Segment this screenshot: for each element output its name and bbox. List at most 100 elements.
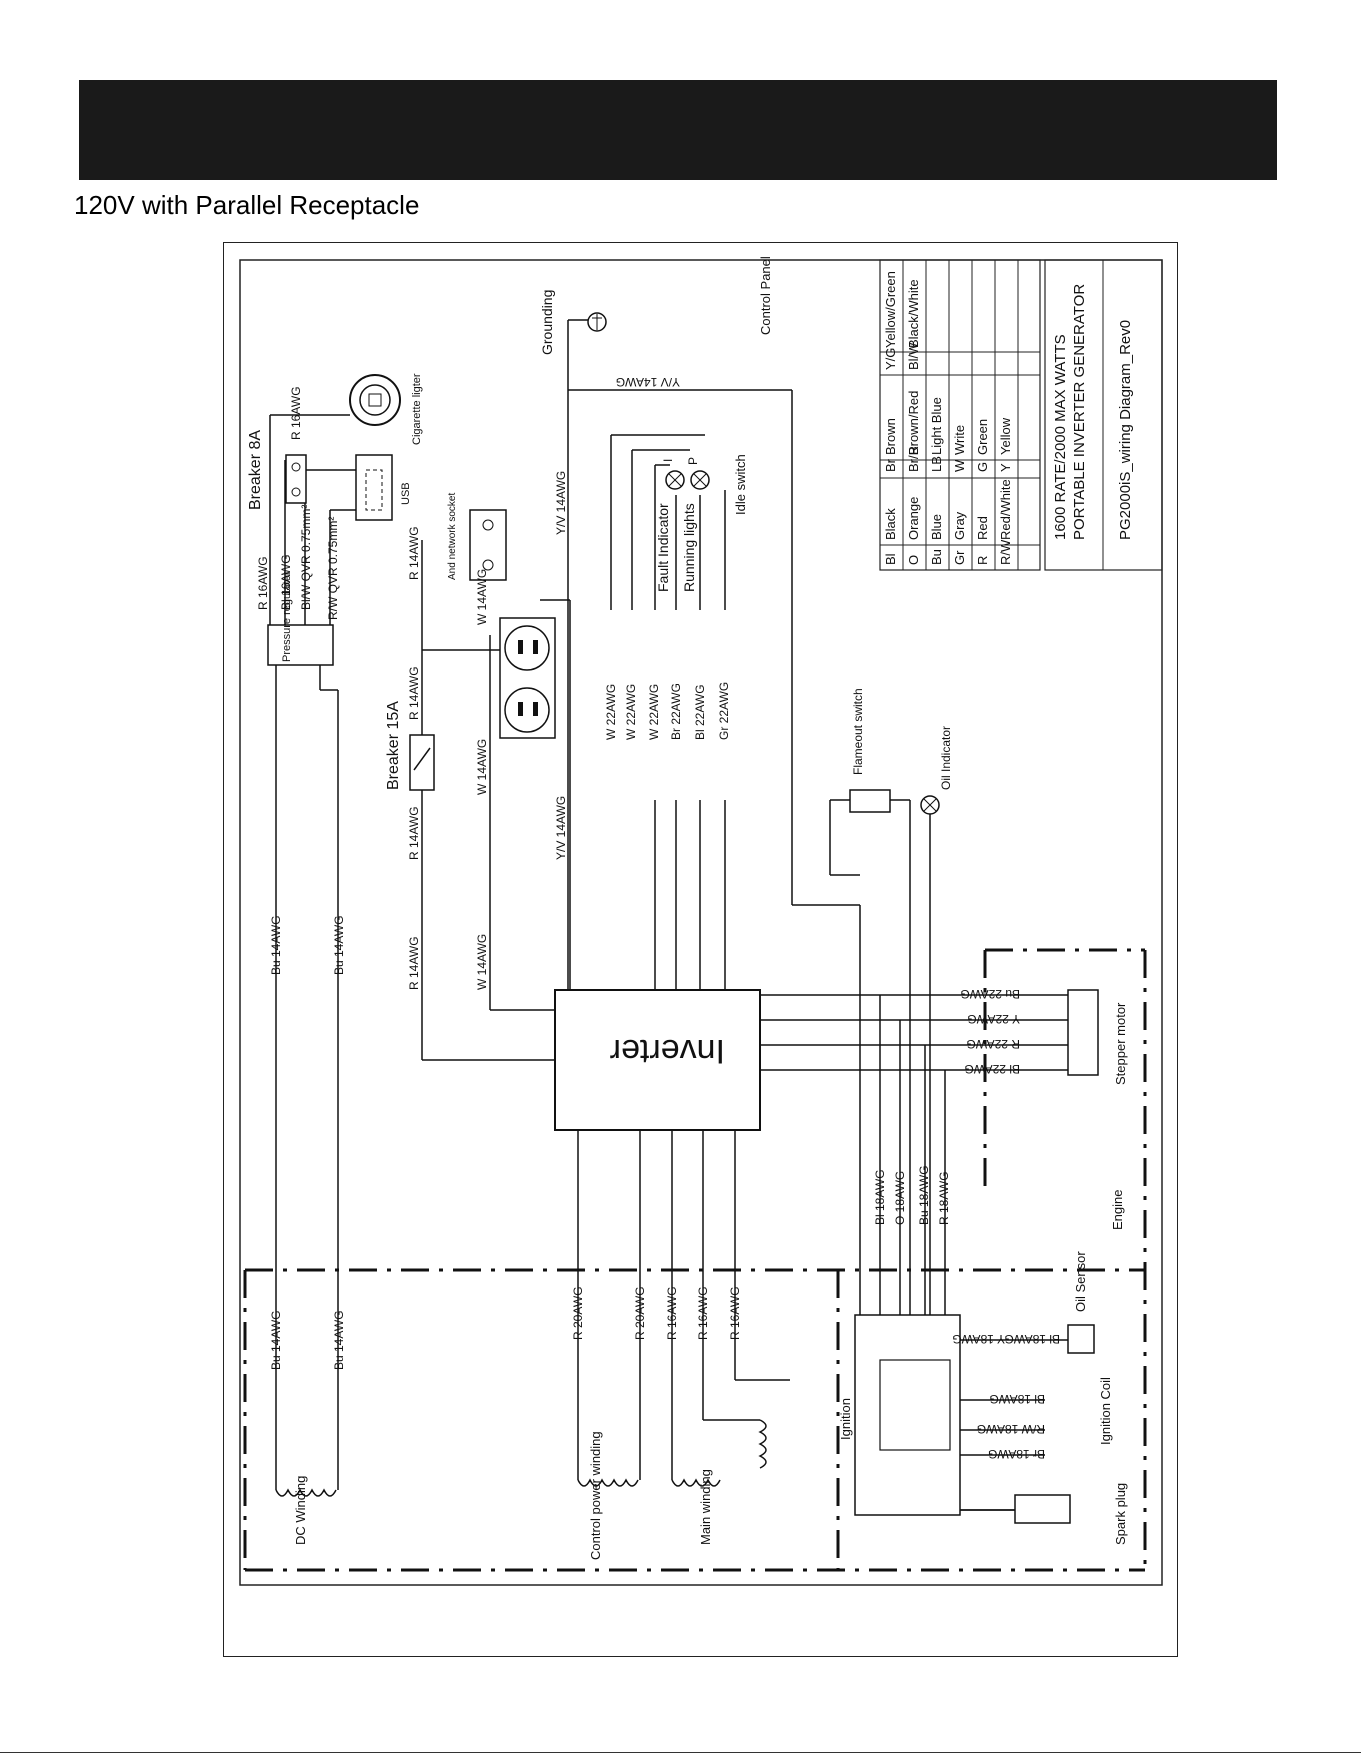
wire-label-blw-qvr: Bl/W QVR 0.75mm² [299,505,313,610]
stepper-motor [1067,989,1099,1076]
legend-code-2: Bu [929,549,944,565]
wire-label-rw-18-ign: R/W 18AWG [977,1422,1045,1436]
inner-frame [239,259,1163,1586]
breaker-8a-label: Breaker 8A [247,430,264,510]
wire-label-bu-14awg-4: Bu 14AWG [332,1310,346,1370]
legend-code-3: Gr [952,550,967,565]
wire-label-r-16awg-cig: R 16AWG [289,386,303,440]
engine-label: Engine [1110,1190,1125,1230]
wire-label-r-18: R 18AWG [937,1171,951,1225]
wire-label-yv-14awg-a: Y/V 14AWG [554,471,568,535]
ignition-label: Ignition [838,1398,853,1440]
wire-label-w-14awg-net: W 14AWG [475,569,489,625]
cigarette-label: Cigarette ligter [411,373,423,445]
idle-p-label: P [686,457,700,465]
legend-name-5: Red/White [998,479,1013,540]
grounding-symbol [587,312,607,332]
color-legend [879,259,1041,571]
wire-label-r-20a: R 20AWG [571,1286,585,1340]
title-line3: PG2000iS_wiring Diagram_Rev0 [1117,320,1134,540]
wire-label-rw-qvr: R/W QVR 0.75mm² [326,517,340,620]
breaker-15a-switch [413,747,431,771]
wire-label-bu-18: Bu 18AWG [917,1165,931,1225]
legend-code-10: G [975,462,990,472]
wire-label-bu-14awg-1: Bu 14AWG [269,915,283,975]
breaker-8a-contact-top [291,462,301,472]
legend-code-13: Bl/W [906,342,921,370]
breaker-8a [285,454,307,504]
wire-label-bu-14awg-2: Bu 14AWG [332,915,346,975]
wire-label-yv-14awg-b: Y/V 14AWG [554,796,568,860]
running-lights-lamp [690,470,710,490]
control-winding-label: Control power winding [588,1431,603,1560]
network-socket-pin-2 [482,559,494,571]
wire-label-r-14awg-net: R 14AWG [407,526,421,580]
legend-name-0: Black [883,508,898,540]
fault-indicator-lamp [665,470,685,490]
wire-label-bl-18: Bl 18AWG [873,1169,887,1225]
wire-label-bl-16awg: Bl 16AWG [279,554,293,610]
legend-name-13: Black/White [906,279,921,348]
wire-label-bl-18-oil: Bl 18AWG [1004,1332,1060,1346]
page-subtitle: 120V with Parallel Receptacle [74,190,420,220]
grounding-label: Grounding [539,290,555,355]
duplex-receptacle [499,617,556,739]
header-banner [79,80,1277,180]
wire-label-r-16b: R 16AWG [696,1286,710,1340]
idle-i-label: I [661,459,675,462]
legend-code-0: Bl [883,553,898,565]
wire-label-br-18-ign: Br 18AWG [988,1447,1045,1461]
ignition-transformer [879,1359,951,1451]
wire-label-yv-14awg-top: Y/V 14AWG [616,375,680,389]
wire-label-br-22: Br 22AWG [669,683,683,740]
wire-label-y-22-step: Y 22AWG [967,1012,1020,1026]
wire-label-r-14awg-c: R 14AWG [407,936,421,990]
wire-label-w-14awg-inv: W 14AWG [475,934,489,990]
wire-label-r-14awg-brk: R 14AWG [407,666,421,720]
wire-labels: R 16AWG Bl 16AWG Bl/W QVR 0.75mm² R/W QVR 0… [256,375,1060,1461]
spark-plug [1014,1494,1071,1524]
legend-name-7: Brown/Red [906,391,921,455]
wire-label-bu-22-step: Bu 22AWG [960,987,1020,1001]
ignition-coil-label: Ignition Coil [1098,1377,1113,1445]
control-winding-coil [577,1478,639,1487]
legend-text: BlBlackOOrangeBuBlueGrGrayRRedR/WRed/Whi… [883,271,1013,565]
legend-code-7: Br/R [906,446,921,472]
oil-indicator-label: Oil Indicator [939,726,953,790]
usb-inner [365,469,383,511]
wire-label-r-14awg-b: R 14AWG [407,806,421,860]
main-winding-label: Main winding [698,1469,713,1545]
wire-label-gr-22: Gr 22AWG [717,682,731,740]
usb-port [355,454,393,521]
breaker-15a-label: Breaker 15A [385,701,402,790]
oil-sensor [1067,1324,1095,1354]
network-label: And network socket [447,493,458,580]
dc-winding-coil [275,1488,337,1497]
stepper-label: Stepper motor [1113,1002,1128,1085]
wire-label-r-16a: R 16AWG [665,1286,679,1340]
diagram-outer-frame [223,242,1178,1657]
dc-winding-label: DC Winding [293,1476,308,1545]
wire-label-r-20b: R 20AWG [633,1286,647,1340]
flameout-switch [849,789,891,813]
title-line2: PORTABLE INVERTER GENERATOR [1071,284,1088,540]
wire-label-r-16awg-a: R 16AWG [256,556,270,610]
wire-label-r-16c: R 16AWG [728,1286,742,1340]
wire-label-w-22c: W 22AWG [647,684,661,740]
legend-name-10: Green [975,419,990,455]
legend-code-9: W [952,459,967,472]
title-line1: 1600 RATE/2000 MAX WATTS [1052,334,1069,540]
legend-code-5: R/W [998,539,1013,565]
pressure-regulator-label: Pressure regulator [281,571,293,662]
legend-name-6: Brown [883,418,898,455]
engine-boundary [243,948,1147,1572]
legend-name-8: Light Blue [929,397,944,455]
wire-label-bl-22: Bl 22AWG [693,684,707,740]
fault-indicator-label: Fault Indicator [655,503,671,592]
legend-name-3: Gray [952,511,967,540]
legend-name-9: Write [952,425,967,455]
running-lights-label: Running lights [681,503,697,592]
cigarette-lighter [349,374,401,426]
title-block: 1600 RATE/2000 MAX WATTS PORTABLE INVERT… [1044,259,1163,571]
